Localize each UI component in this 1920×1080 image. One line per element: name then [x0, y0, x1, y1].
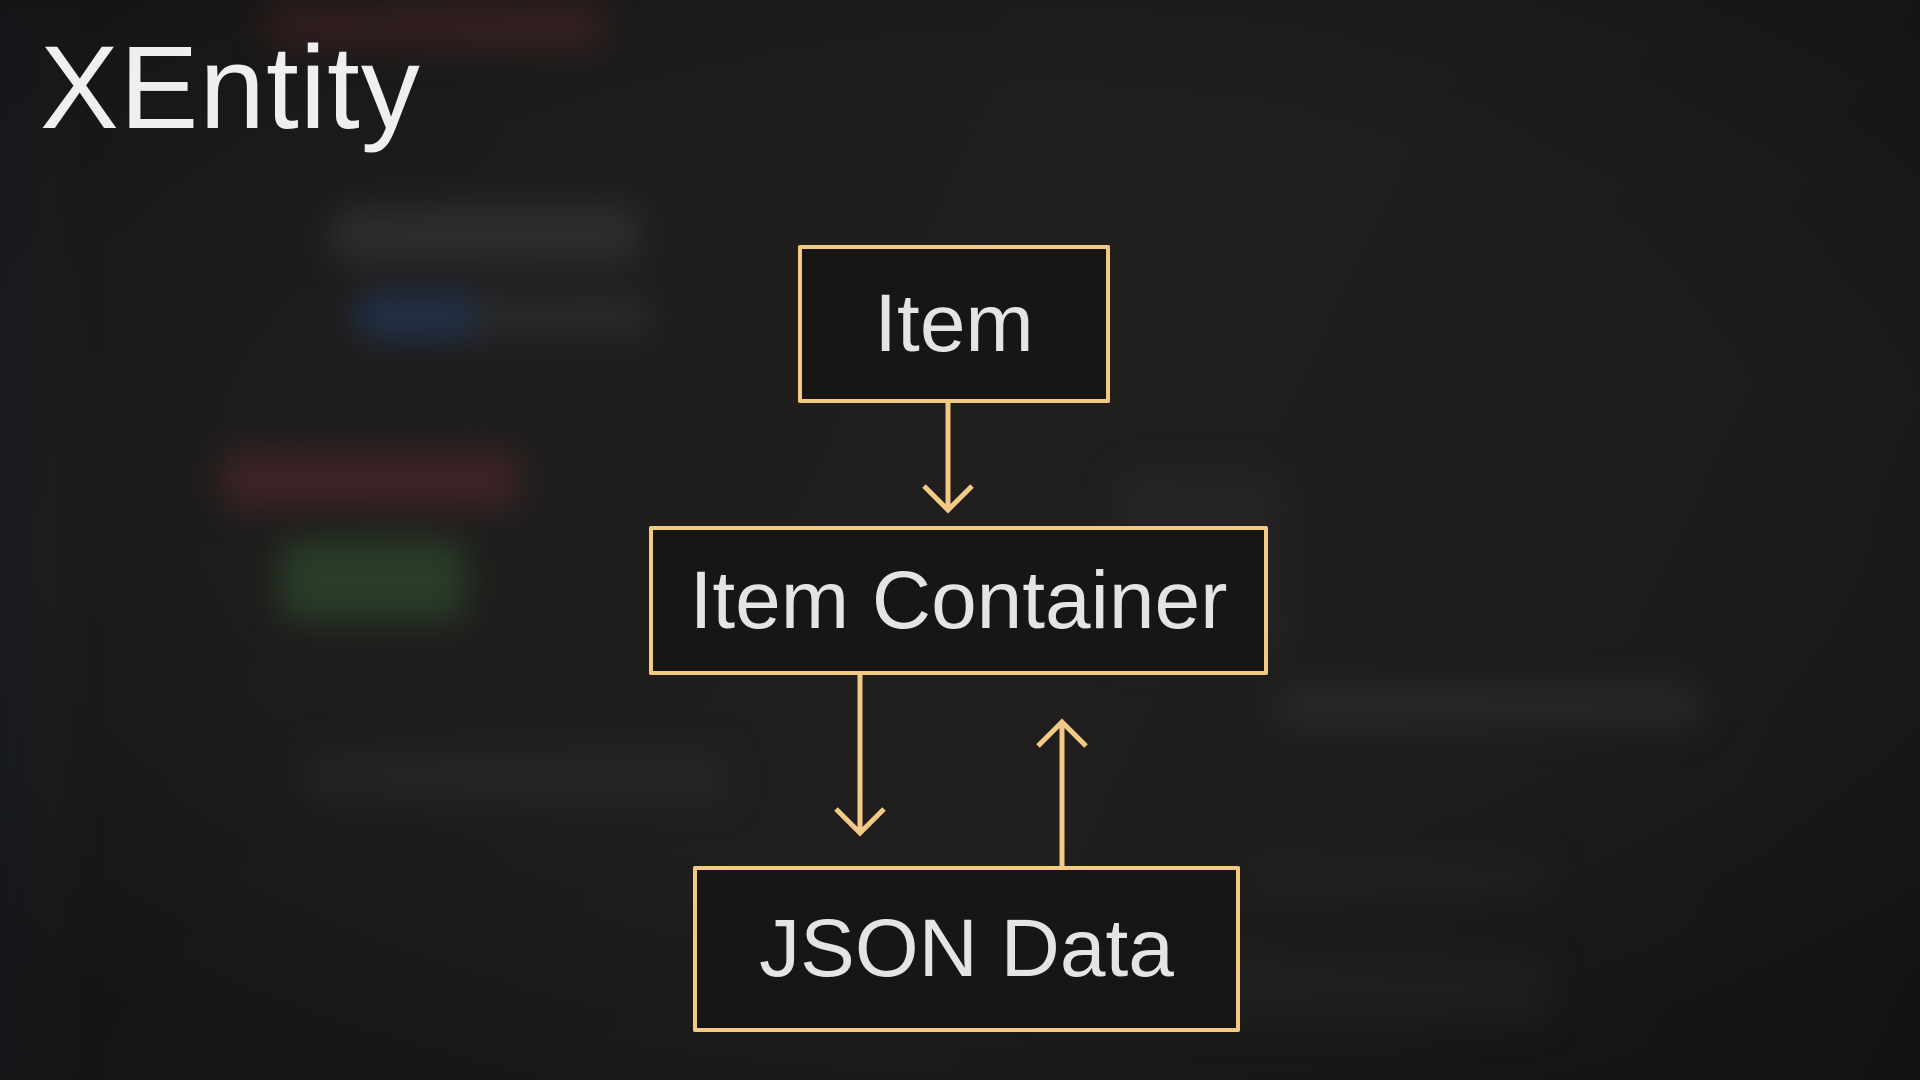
blur-blob: [220, 450, 520, 508]
node-json-data-label: JSON Data: [759, 903, 1174, 994]
arrow-head: [1036, 718, 1088, 748]
page-title: XEntity: [40, 22, 421, 154]
arrow-json-to-container: [1036, 718, 1088, 868]
arrow-container-to-json: [834, 675, 886, 837]
arrow-head: [834, 807, 886, 837]
node-item-label: Item: [874, 278, 1034, 369]
blur-strip: [0, 0, 16, 1080]
blur-blob: [1250, 858, 1550, 898]
blur-blob: [470, 295, 650, 337]
blur-blob: [330, 205, 640, 263]
blur-strip: [38, 0, 64, 1080]
arrow-item-to-container: [922, 403, 974, 514]
blur-blob: [280, 540, 465, 620]
node-json-data: JSON Data: [693, 866, 1240, 1032]
blur-blob: [355, 292, 485, 340]
blur-blob: [265, 0, 605, 50]
node-item: Item: [798, 245, 1110, 403]
node-item-container: Item Container: [649, 526, 1268, 675]
node-item-container-label: Item Container: [689, 554, 1228, 646]
blur-blob: [300, 750, 730, 805]
arrow-head: [922, 484, 974, 514]
blur-blob: [1275, 685, 1705, 727]
